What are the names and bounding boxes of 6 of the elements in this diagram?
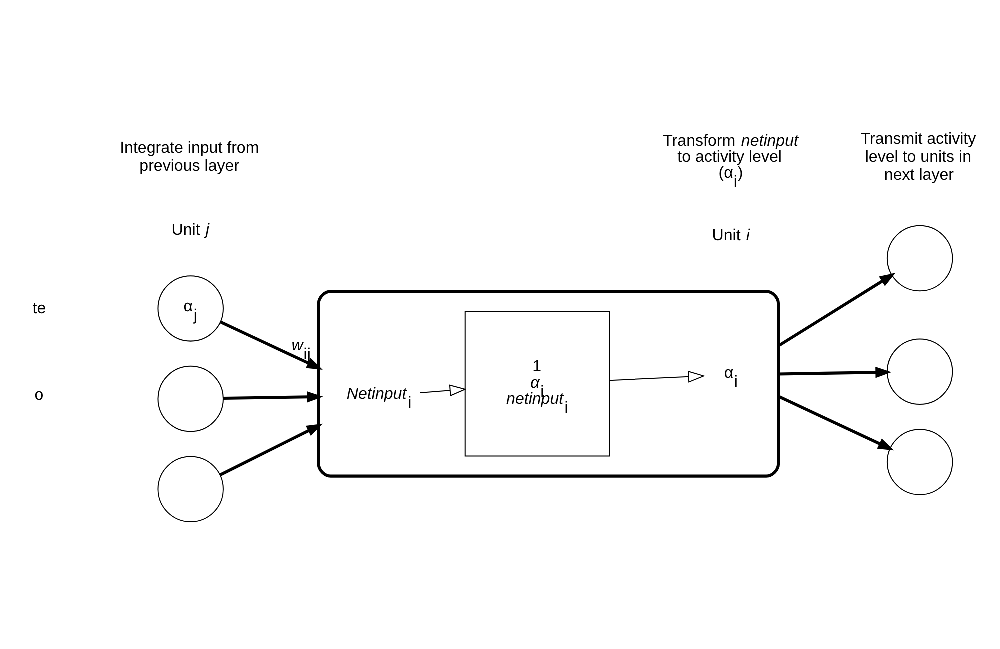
label: Integrate input from previous layer (120, 138, 260, 175)
label: Transmit activity level to units in next layer (860, 130, 976, 184)
label: Unit j (172, 221, 210, 240)
label: te (32, 300, 46, 318)
label: o (34, 386, 44, 404)
label: Unit i (712, 226, 750, 244)
